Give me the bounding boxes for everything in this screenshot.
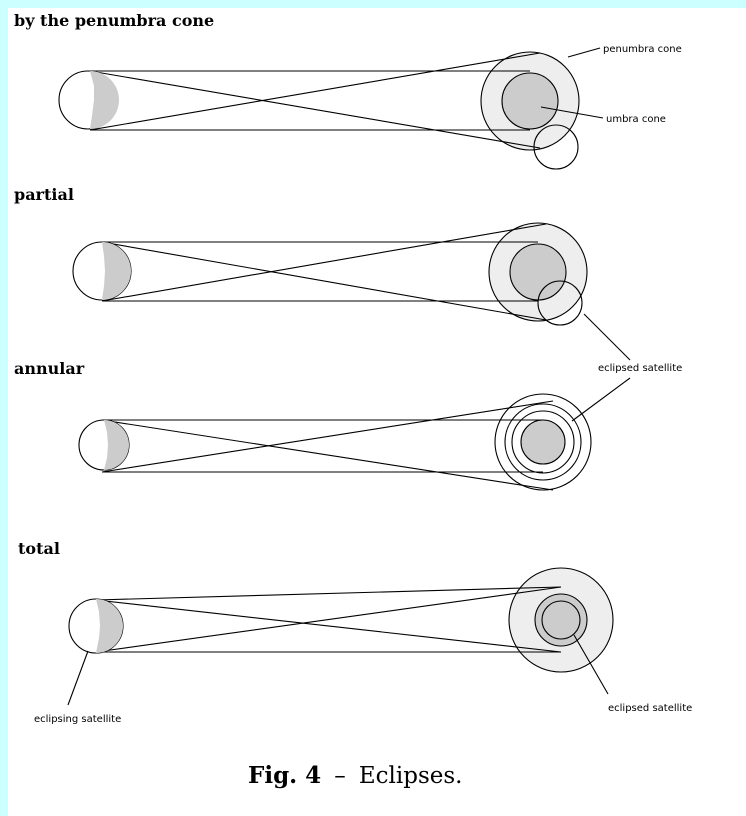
umbra-disk — [501, 72, 559, 130]
eclipsed-satellite-pointer — [583, 313, 631, 361]
eclipsed-satellite — [533, 124, 579, 170]
panel-title-partial: partial — [14, 185, 74, 204]
panel-annular: annular — [14, 359, 631, 491]
figure-caption: Fig. 4 – Eclipses. — [248, 762, 463, 789]
panel-partial: partial eclipsed satellite — [14, 185, 682, 374]
panel-title-penumbra: by the penumbra cone — [14, 11, 214, 30]
eclipsing-body-shade — [90, 71, 119, 129]
panel-title-total: total — [18, 539, 60, 558]
cone-line — [89, 52, 541, 131]
cone-line — [101, 223, 547, 302]
caption-dash: – — [334, 763, 346, 789]
eclipsing-body-shade — [96, 599, 123, 653]
cone-line — [89, 70, 541, 149]
eclipsing-body-shade — [102, 242, 131, 300]
panel-title-annular: annular — [14, 359, 85, 378]
eclipsed-satellite-pointer — [573, 634, 609, 695]
eclipses-diagram: by the penumbra cone penumbra cone umbra… — [14, 11, 692, 789]
umbra-pointer — [540, 106, 604, 119]
eclipsing-satellite-pointer — [67, 650, 89, 706]
penumbra-pointer — [567, 47, 601, 58]
cone-line — [101, 400, 554, 473]
eclipsed-satellite-pointer — [571, 377, 631, 422]
panel-total: total eclipsing satellite eclipsed satel… — [18, 539, 692, 725]
cone-line — [95, 586, 562, 653]
label-eclipsed-satellite: eclipsed satellite — [598, 363, 682, 374]
caption-text: Eclipses. — [359, 763, 463, 789]
cone-line — [101, 419, 554, 491]
eclipsed-satellite — [537, 280, 583, 326]
eclipsed-satellite — [541, 600, 581, 640]
eclipsing-body-shade — [104, 420, 129, 470]
label-umbra-cone: umbra cone — [606, 114, 666, 125]
cone-line — [95, 586, 562, 601]
label-eclipsing-satellite: eclipsing satellite — [34, 714, 121, 725]
caption-label: Fig. 4 — [248, 762, 321, 789]
cone-line — [101, 241, 547, 321]
label-eclipsed-satellite-total: eclipsed satellite — [608, 703, 692, 714]
label-penumbra-cone: penumbra cone — [603, 44, 682, 55]
panel-penumbra: by the penumbra cone penumbra cone umbra… — [14, 11, 682, 170]
cone-line — [95, 599, 562, 653]
umbra-disk — [520, 419, 566, 465]
umbra-disk — [509, 243, 567, 301]
eclipses-figure: by the penumbra cone penumbra cone umbra… — [8, 8, 746, 816]
